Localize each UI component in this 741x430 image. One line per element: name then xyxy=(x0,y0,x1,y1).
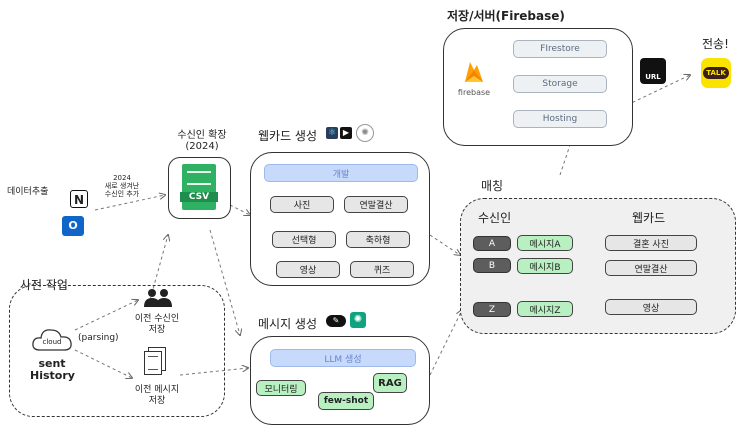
matched-card-video: 영상 xyxy=(605,299,697,315)
sora-icon: ✺ xyxy=(356,124,374,142)
recipient-a: A xyxy=(473,236,511,251)
cloud-label: cloud xyxy=(42,338,62,346)
arrow-message-to-matching xyxy=(429,310,462,376)
url-file-icon: URL xyxy=(640,58,666,84)
few-shot-box: few-shot xyxy=(318,392,374,410)
csv-caption-line2: (2024) xyxy=(185,141,219,152)
csv-file-lines xyxy=(187,171,211,185)
rag-box: RAG xyxy=(373,373,407,393)
firestore-box: FIrestore xyxy=(513,40,607,58)
note-2024: 2024 새로 생겨난 수신인 추가 xyxy=(100,174,144,198)
openai-icon: ✺ xyxy=(350,312,366,328)
prev-recipients-line1: 이전 수신인 xyxy=(134,314,180,324)
csv-panel xyxy=(168,157,231,219)
matched-card-wedding: 결혼 사진 xyxy=(605,235,697,251)
csv-file-icon: CSV xyxy=(180,164,218,210)
message-b: 메시지B xyxy=(517,258,573,274)
notion-icon: N xyxy=(70,190,88,208)
webcard-dev-bar: 개발 xyxy=(264,164,418,182)
talk-text: TALK xyxy=(703,67,729,79)
webcard-column-title: 웹카드 xyxy=(632,211,666,225)
storage-box: Storage xyxy=(513,75,607,93)
framer-icon: ▶ xyxy=(340,127,352,139)
cloud-icon: cloud xyxy=(30,324,74,354)
prev-recipients-line2: 저장 xyxy=(148,325,166,335)
people-icon xyxy=(142,288,174,308)
prev-messages-line1: 이전 메시지 xyxy=(134,385,180,395)
hosting-box: Hosting xyxy=(513,110,607,128)
send-label: 전송! xyxy=(702,37,729,51)
prev-messages-label: 이전 메시지 저장 xyxy=(122,385,192,407)
card-video: 영상 xyxy=(276,261,340,278)
note-line1: 2024 xyxy=(113,174,131,182)
note-line3: 수신인 추가 xyxy=(104,190,140,198)
arrow-csv-to-webcard xyxy=(229,204,250,215)
card-year-end: 연말결산 xyxy=(344,196,408,213)
sent-history-line2: History xyxy=(30,369,75,382)
firebase-logo: firebase xyxy=(454,58,494,97)
llm-gen-bar: LLM 생성 xyxy=(270,349,416,367)
recipients-title: 수신인 xyxy=(478,211,512,225)
card-photo: 사진 xyxy=(270,196,334,213)
webcard-title: 웹카드 생성 xyxy=(258,129,318,143)
storage-title: 저장/서버(Firebase) xyxy=(447,9,565,23)
csv-file-label: CSV xyxy=(180,192,218,202)
document-icon xyxy=(142,347,168,375)
kakaotalk-icon: TALK xyxy=(701,58,731,88)
recipient-z: Z xyxy=(473,302,511,317)
card-choice: 선택형 xyxy=(272,231,336,248)
matching-title: 매칭 xyxy=(481,179,504,193)
url-text: URL xyxy=(645,73,661,81)
recipient-b: B xyxy=(473,258,511,273)
message-a: 메시지A xyxy=(517,235,573,251)
monitoring-box: 모니터링 xyxy=(256,380,306,396)
sent-history-line1: sent xyxy=(38,357,66,370)
csv-caption: 수신인 확장 (2024) xyxy=(168,130,236,152)
arrow-webcard-to-matching xyxy=(429,234,460,255)
card-congrats: 축하형 xyxy=(346,231,410,248)
data-extract-label: 데이터추출 xyxy=(7,187,49,197)
note-line2: 새로 생겨난 xyxy=(104,182,140,190)
outlook-icon: O xyxy=(62,216,84,236)
message-z: 메시지Z xyxy=(517,301,573,317)
sketch-tool-icon: ✎ xyxy=(326,315,346,327)
firebase-logo-text: firebase xyxy=(457,88,491,97)
parsing-label: (parsing) xyxy=(78,333,119,343)
sent-history-label: sent History xyxy=(30,357,75,382)
message-gen-title: 메시지 생성 xyxy=(258,317,318,331)
prev-messages-line2: 저장 xyxy=(148,396,166,406)
firebase-flame-icon xyxy=(465,62,483,82)
prework-panel xyxy=(9,285,225,417)
matched-card-year-end: 연말결산 xyxy=(605,260,697,276)
prev-recipients-label: 이전 수신인 저장 xyxy=(122,314,192,336)
csv-caption-line1: 수신인 확장 xyxy=(177,130,227,141)
react-icon: ⚛ xyxy=(326,127,338,139)
card-quiz: 퀴즈 xyxy=(350,261,414,278)
